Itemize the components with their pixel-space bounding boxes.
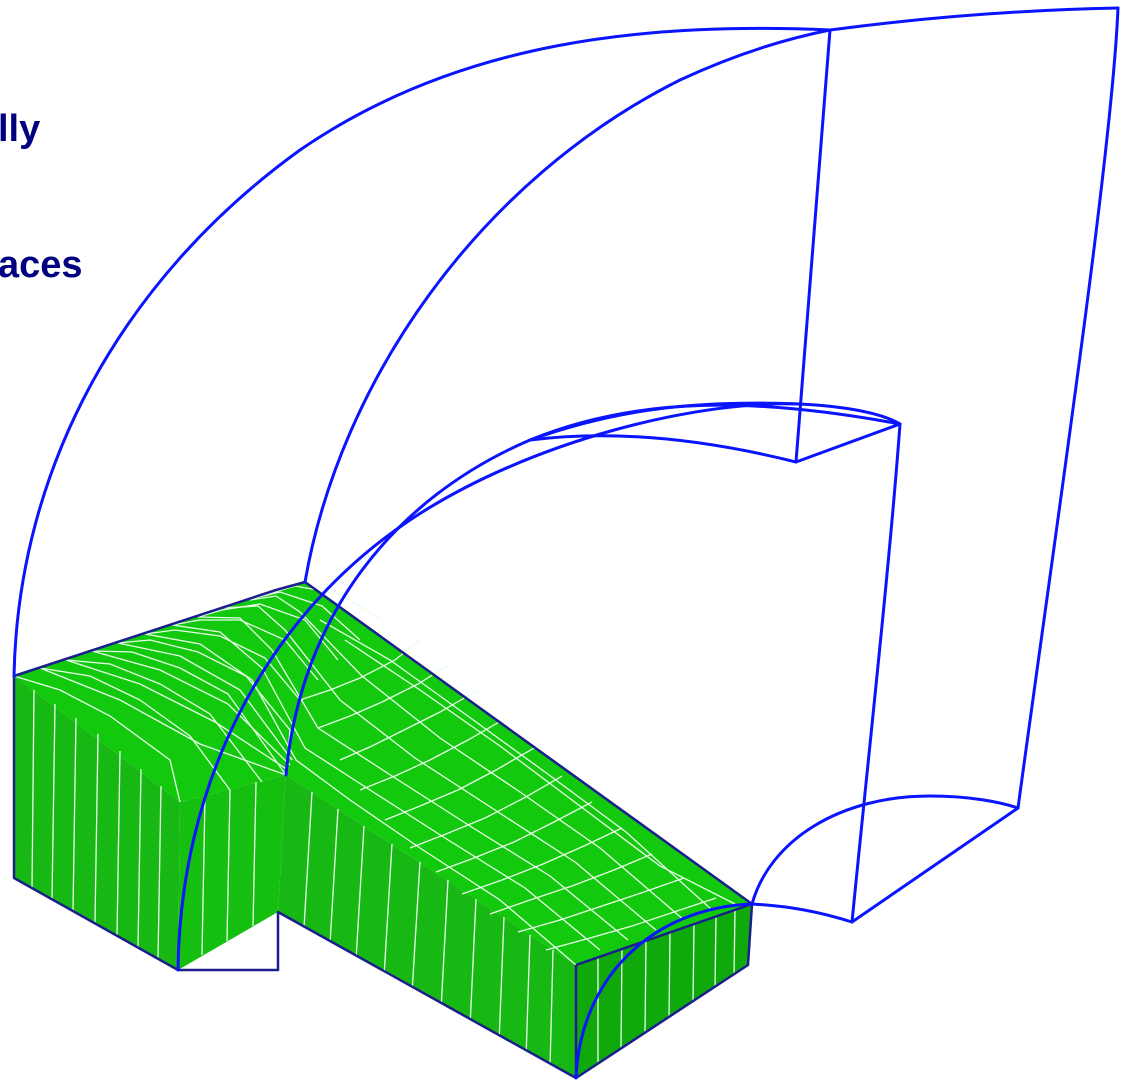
second-arc [303,28,832,584]
box-top-arc [528,401,902,442]
box-front-edge [794,422,902,464]
caption-line-2: aces [0,244,83,286]
right-outer-edge [1016,6,1120,810]
box-left-down [528,434,798,464]
solid-step-face [178,775,286,970]
lower-cap-left [750,902,854,924]
mesh-lines-left [31,689,257,960]
caption-line-1: lly [0,108,41,150]
outer-arc-left [12,26,832,678]
meshed-solid [12,580,754,1080]
box-right-vertical [850,422,902,924]
mesh-lines-front [303,791,736,1070]
end-arc [574,902,754,1080]
solid-end-face [576,904,752,1078]
wireframe-sweep [12,6,1120,1080]
top-edge [828,6,1120,32]
lower-cap-arc [750,794,1020,906]
solid-front-face [278,775,576,1078]
inner-top-vertical [794,28,832,464]
lower-cap-bottom [850,806,1020,924]
